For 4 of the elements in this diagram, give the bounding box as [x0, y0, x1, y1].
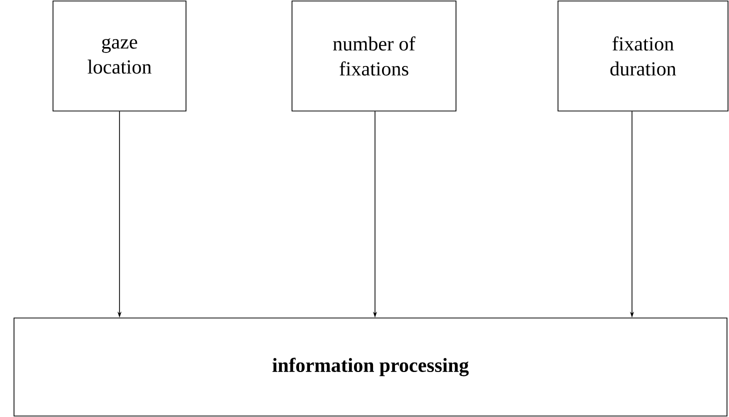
- text-box: information processing: [14, 318, 728, 416]
- text-box: number of fixations: [292, 0, 456, 112]
- text-box: fixation duration: [558, 0, 728, 112]
- text-box: gaze location: [52, 0, 186, 112]
